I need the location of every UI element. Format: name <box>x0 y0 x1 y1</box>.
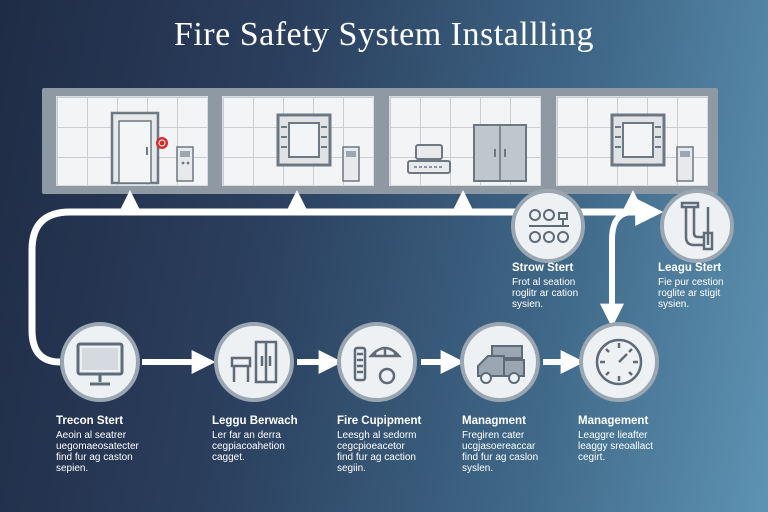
step-title: Management <box>578 415 649 427</box>
step-desc-line: sysien. <box>512 299 544 310</box>
step-desc-line: Fie pur cestion <box>658 277 724 288</box>
room-cabinets <box>389 96 541 186</box>
page-title: Fire Safety System Installling <box>173 16 595 53</box>
control-panel-icon <box>676 146 694 182</box>
step-desc-line: Frot al seation <box>512 277 576 288</box>
step-trecon: Trecon Stert Aeoin al seatrer uegomaeosa… <box>56 415 176 474</box>
side-step-leagu: Leagu Stert Fie pur cestion roglite ar s… <box>658 262 758 310</box>
truck-icon <box>477 345 525 384</box>
cabinet-icon <box>473 124 527 182</box>
step-desc-line: Fregiren cater <box>462 430 525 441</box>
node-trecon <box>60 322 140 402</box>
gauge-icon <box>595 338 643 386</box>
fire-equipment-icon <box>353 346 402 385</box>
step-desc-line: Leaggre lieafter <box>578 430 648 441</box>
step-title: Managment <box>462 415 526 427</box>
step-title: Trecon Stert <box>56 415 124 427</box>
step-desc-line: sysien. <box>658 299 690 310</box>
control-panel-icon <box>342 146 360 182</box>
node-management <box>579 322 659 402</box>
step-desc-line: cegpiacoahetion <box>212 441 285 452</box>
alarm-icon <box>156 137 168 149</box>
step-desc-line: ucgjasoereaccar <box>462 441 536 452</box>
step-desc-line: Aeoin al seatrer <box>56 430 127 441</box>
sprinkler-network-icon <box>529 209 569 243</box>
step-desc-line: syslen. <box>462 463 494 474</box>
step-desc-line: cagget. <box>212 452 245 463</box>
step-desc-line: Ler far an derra <box>212 430 281 441</box>
room-door-alarm <box>56 96 208 186</box>
step-title: Leggu Berwach <box>212 415 298 427</box>
node-leggu <box>214 322 294 402</box>
step-desc-line: sepien. <box>56 463 89 474</box>
step-title: Fire Cupipment <box>337 415 422 427</box>
node-fire <box>337 322 417 402</box>
door-icon <box>110 111 160 185</box>
room-panel <box>222 96 374 186</box>
console-icon <box>407 144 451 174</box>
step-title: Strow Stert <box>512 262 574 274</box>
step-desc-line: segiin. <box>337 463 366 474</box>
step-fire: Fire Cupipment Leesgh al sedorm cegcpioe… <box>337 415 457 474</box>
fire-panel-icon <box>276 113 332 167</box>
step-title: Leagu Stert <box>658 262 722 274</box>
step-desc-line: cegirt. <box>578 452 606 463</box>
node-leagu <box>660 189 734 263</box>
step-desc-line: cegcpioeacetor <box>337 441 405 452</box>
control-panel-icon <box>176 146 194 182</box>
monitor-icon <box>76 342 124 386</box>
step-desc-line: Leesgh al sedorm <box>337 430 417 441</box>
step-managment: Managment Fregiren cater ucgjasoereaccar… <box>462 415 582 474</box>
bench-cabinet-icon <box>230 340 278 384</box>
fire-panel-icon <box>610 113 666 167</box>
step-leggu: Leggu Berwach Ler far an derra cegpiacoa… <box>212 415 332 463</box>
node-strow <box>511 189 585 263</box>
step-desc-line: find fur ag caction <box>337 452 416 463</box>
step-management: Management Leaggre lieafter leaggy sreoa… <box>578 415 690 463</box>
pipe-valve-icon <box>680 201 714 251</box>
node-managment <box>460 322 540 402</box>
room-panel-2 <box>556 96 708 186</box>
step-desc-line: find fur ag caston <box>56 452 133 463</box>
side-step-strow: Strow Stert Frot al seation roglitr ar c… <box>512 262 632 310</box>
step-desc-line: roglitr ar cation <box>512 288 579 299</box>
step-desc-line: uegomaeosatecter <box>56 441 139 452</box>
step-desc-line: roglite ar stigit <box>658 288 721 299</box>
step-desc-line: find fur ag caslon <box>462 452 539 463</box>
step-desc-line: leaggy sreoallact <box>578 441 654 452</box>
